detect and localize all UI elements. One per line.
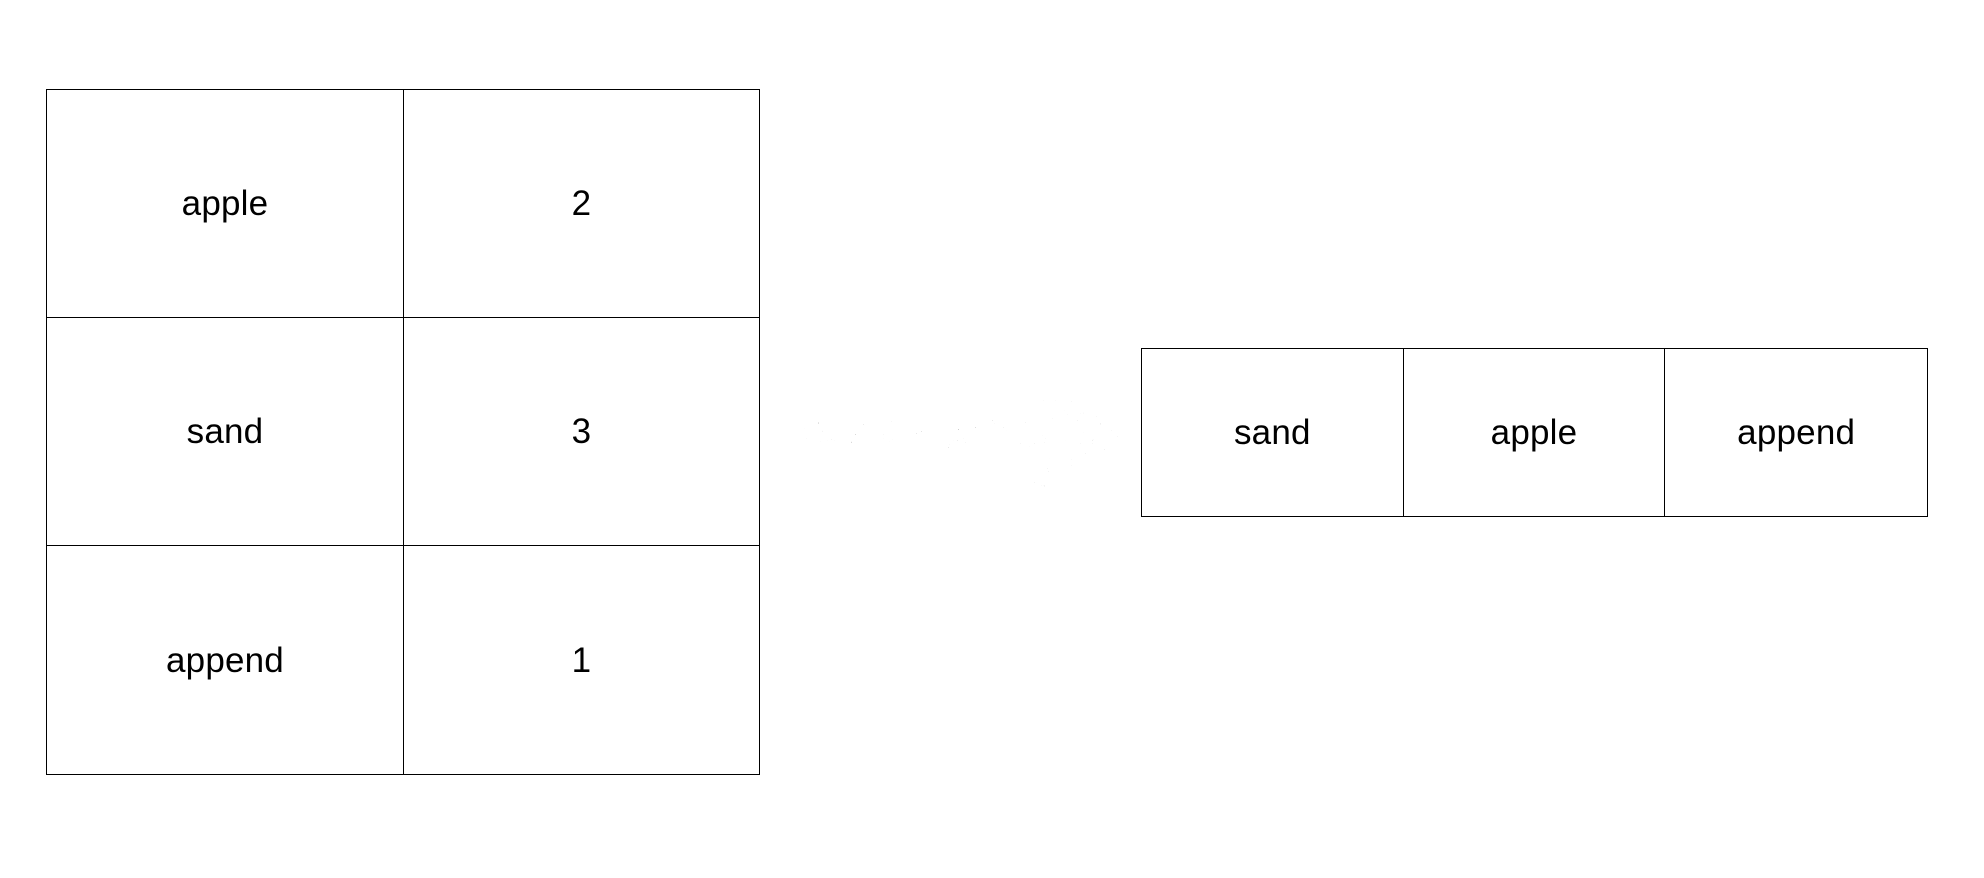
table-cell-key: append <box>47 546 404 774</box>
list-cell: append <box>1737 413 1856 452</box>
table-cell-key: apple <box>47 90 404 318</box>
list-cell: apple <box>1404 349 1666 516</box>
arrow-right-icon <box>792 375 1130 494</box>
result-list-table: sand apple append <box>1141 348 1928 517</box>
list-cell: sand <box>1142 349 1404 516</box>
table-cell-value: 3 <box>403 318 759 546</box>
table-cell-value: 2 <box>403 90 759 318</box>
table-cell-key: sand <box>47 318 404 546</box>
table-cell-value: 1 <box>571 640 592 680</box>
key-value-table: apple 2 sand 3 append 1 <box>46 89 760 775</box>
